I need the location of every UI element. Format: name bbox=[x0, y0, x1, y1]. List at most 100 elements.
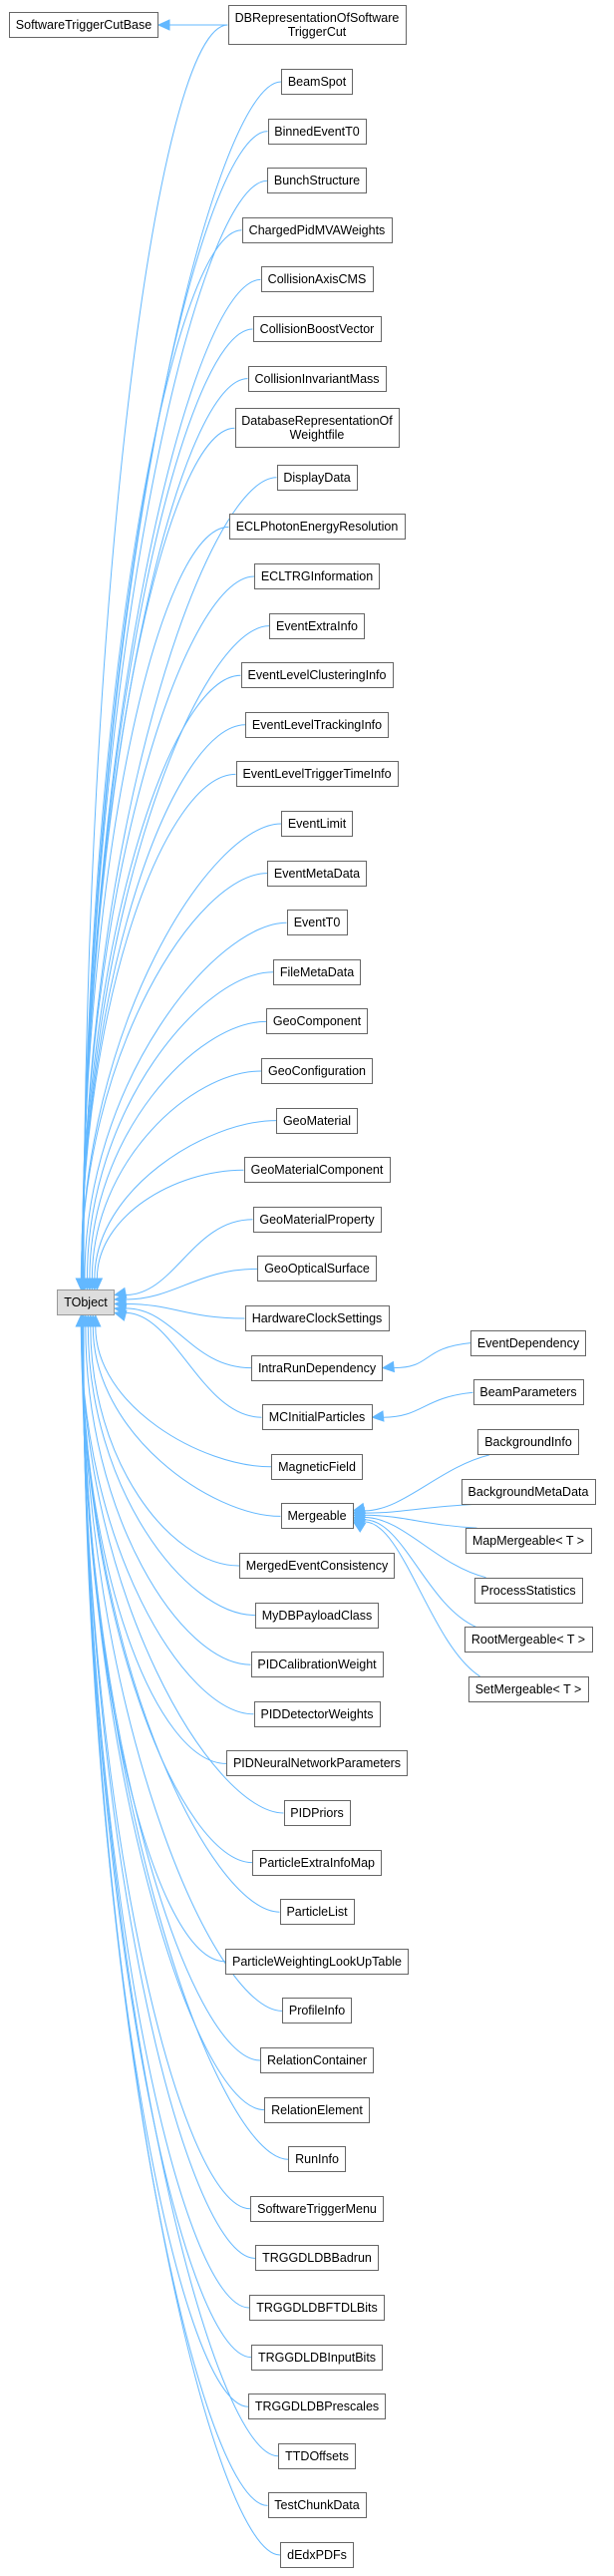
edge-run-info-to-tobject bbox=[82, 1325, 289, 2160]
edge-pid-detector-weights-to-tobject bbox=[80, 1325, 254, 1715]
edge-background-meta-data-to-mergeable bbox=[364, 1504, 473, 1514]
edge-profile-info-to-tobject bbox=[81, 1325, 283, 2012]
class-node-database-representation-of-weightfile[interactable]: DatabaseRepresentationOf Weightfile bbox=[234, 408, 400, 449]
edge-event-dependency-to-intra-run-dependency bbox=[393, 1342, 471, 1369]
edge-map-mergeable-to-mergeable bbox=[364, 1514, 477, 1529]
edge-particle-extra-info-map-to-tobject bbox=[81, 1325, 253, 1864]
class-node-geo-optical-surface[interactable]: GeoOpticalSurface bbox=[257, 1256, 377, 1283]
edge-intra-run-dependency-to-tobject bbox=[125, 1307, 252, 1369]
class-node-ecltrg-information[interactable]: ECLTRGInformation bbox=[254, 563, 380, 589]
class-node-ecl-photon-energy-resolution[interactable]: ECLPhotonEnergyResolution bbox=[228, 514, 406, 541]
edge-geo-configuration-to-tobject bbox=[91, 1070, 262, 1280]
class-node-event-limit[interactable]: EventLimit bbox=[281, 811, 353, 837]
class-node-binned-event-t0[interactable]: BinnedEventT0 bbox=[267, 118, 367, 145]
edge-merged-event-consistency-to-tobject bbox=[90, 1325, 240, 1567]
class-node-display-data[interactable]: DisplayData bbox=[276, 464, 358, 491]
class-node-mergeable[interactable]: Mergeable bbox=[280, 1503, 354, 1530]
class-node-event-dependency[interactable]: EventDependency bbox=[470, 1329, 586, 1356]
class-node-relation-container[interactable]: RelationContainer bbox=[260, 2047, 374, 2073]
class-node-trggdldbftdl-bits[interactable]: TRGGDLDBFTDLBits bbox=[249, 2295, 385, 2321]
class-node-file-meta-data[interactable]: FileMetaData bbox=[273, 958, 361, 985]
edge-database-representation-of-weightfile-to-tobject bbox=[82, 427, 235, 1280]
class-node-software-trigger-menu[interactable]: SoftwareTriggerMenu bbox=[250, 2195, 384, 2222]
class-node-charged-pid-mva-weights[interactable]: ChargedPidMVAWeights bbox=[241, 216, 393, 243]
class-node-particle-list[interactable]: ParticleList bbox=[279, 1899, 355, 1926]
edge-pid-neural-network-parameters-to-tobject bbox=[80, 1325, 227, 1764]
class-node-set-mergeable[interactable]: SetMergeable< T > bbox=[467, 1675, 589, 1702]
class-node-test-chunk-data[interactable]: TestChunkData bbox=[267, 2492, 367, 2519]
class-node-collision-boost-vector[interactable]: CollisionBoostVector bbox=[252, 316, 382, 342]
edge-set-mergeable-to-mergeable bbox=[364, 1521, 480, 1677]
arrowhead-set-mergeable bbox=[352, 1521, 367, 1533]
arrowhead-db-representation-of-software-trigger-cut-ext bbox=[156, 19, 170, 31]
edge-geo-material-property-to-tobject bbox=[125, 1219, 253, 1296]
class-node-geo-component[interactable]: GeoComponent bbox=[266, 1008, 368, 1035]
class-node-mc-initial-particles[interactable]: MCInitialParticles bbox=[261, 1404, 373, 1431]
edge-geo-component-to-tobject bbox=[89, 1020, 267, 1280]
class-node-pid-calibration-weight[interactable]: PIDCalibrationWeight bbox=[250, 1652, 384, 1678]
class-node-event-level-tracking-info[interactable]: EventLevelTrackingInfo bbox=[245, 711, 389, 738]
class-node-collision-axis-cms[interactable]: CollisionAxisCMS bbox=[260, 266, 374, 293]
edge-pid-priors-to-tobject bbox=[81, 1325, 284, 1814]
class-node-db-representation-of-software-trigger-cut[interactable]: DBRepresentationOfSoftware TriggerCut bbox=[227, 5, 407, 45]
class-node-particle-weighting-look-up-table[interactable]: ParticleWeightingLookUpTable bbox=[225, 1948, 409, 1975]
class-node-geo-material[interactable]: GeoMaterial bbox=[276, 1107, 358, 1134]
class-node-map-mergeable[interactable]: MapMergeable< T > bbox=[464, 1528, 592, 1555]
class-node-bunch-structure[interactable]: BunchStructure bbox=[267, 168, 367, 194]
edge-mergeable-to-tobject bbox=[92, 1325, 281, 1517]
class-node-trggdldb-prescales[interactable]: TRGGDLDBPrescales bbox=[248, 2393, 386, 2420]
class-node-background-info[interactable]: BackgroundInfo bbox=[477, 1428, 579, 1455]
class-node-merged-event-consistency[interactable]: MergedEventConsistency bbox=[239, 1553, 395, 1579]
edge-ecltrg-information-to-tobject bbox=[81, 575, 255, 1280]
class-node-run-info[interactable]: RunInfo bbox=[288, 2146, 346, 2173]
class-node-ttd-offsets[interactable]: TTDOffsets bbox=[278, 2442, 356, 2469]
arrowhead-geo-material-component bbox=[91, 1278, 104, 1291]
edge-event-extra-info-to-tobject bbox=[81, 625, 270, 1280]
class-node-pid-priors[interactable]: PIDPriors bbox=[283, 1800, 351, 1826]
class-node-collision-invariant-mass[interactable]: CollisionInvariantMass bbox=[247, 365, 387, 392]
class-node-root-mergeable[interactable]: RootMergeable< T > bbox=[463, 1627, 593, 1654]
edge-relation-element-to-tobject bbox=[81, 1325, 265, 2111]
class-node-event-extra-info[interactable]: EventExtraInfo bbox=[269, 612, 365, 639]
class-node-trggdldb-input-bits[interactable]: TRGGDLDBInputBits bbox=[251, 2344, 383, 2371]
class-node-process-statistics[interactable]: ProcessStatistics bbox=[473, 1577, 583, 1604]
edge-event-meta-data-to-tobject bbox=[80, 873, 268, 1280]
edge-db-representation-of-software-trigger-cut-to-tobject bbox=[83, 24, 228, 1280]
edge-charged-pid-mva-weights-to-tobject bbox=[82, 229, 242, 1280]
class-node-pid-detector-weights[interactable]: PIDDetectorWeights bbox=[253, 1700, 381, 1727]
edge-process-statistics-to-mergeable bbox=[364, 1517, 486, 1579]
edge-d-edx-pd-fs-to-tobject bbox=[83, 1325, 281, 2556]
class-node-profile-info[interactable]: ProfileInfo bbox=[282, 1998, 352, 2024]
class-node-trggdldb-badrun[interactable]: TRGGDLDBBadrun bbox=[255, 2245, 379, 2272]
class-node-event-level-trigger-time-info[interactable]: EventLevelTriggerTimeInfo bbox=[235, 761, 399, 788]
class-node-background-meta-data[interactable]: BackgroundMetaData bbox=[460, 1478, 596, 1505]
class-node-geo-material-property[interactable]: GeoMaterialProperty bbox=[252, 1206, 382, 1233]
edge-particle-list-to-tobject bbox=[81, 1325, 280, 1913]
class-node-beam-parameters[interactable]: BeamParameters bbox=[472, 1379, 584, 1406]
edge-mc-initial-particles-to-tobject bbox=[125, 1311, 262, 1418]
class-node-geo-material-component[interactable]: GeoMaterialComponent bbox=[243, 1157, 391, 1184]
class-node-hardware-clock-settings[interactable]: HardwareClockSettings bbox=[244, 1305, 390, 1331]
class-node-geo-configuration[interactable]: GeoConfiguration bbox=[261, 1058, 373, 1084]
edge-trggdldb-badrun-to-tobject bbox=[82, 1325, 256, 2259]
class-node-intra-run-dependency[interactable]: IntraRunDependency bbox=[251, 1354, 383, 1381]
class-node-event-meta-data[interactable]: EventMetaData bbox=[267, 860, 367, 887]
class-node-my-db-payload-class[interactable]: MyDBPayloadClass bbox=[255, 1602, 379, 1629]
class-node-pid-neural-network-parameters[interactable]: PIDNeuralNetworkParameters bbox=[226, 1750, 408, 1777]
class-node-magnetic-field[interactable]: MagneticField bbox=[271, 1453, 363, 1480]
edge-root-mergeable-to-mergeable bbox=[364, 1519, 476, 1628]
class-node-software-trigger-cut-base[interactable]: SoftwareTriggerCutBase bbox=[9, 12, 158, 38]
edge-event-level-clustering-info-to-tobject bbox=[81, 674, 241, 1280]
class-node-event-level-clustering-info[interactable]: EventLevelClusteringInfo bbox=[240, 662, 394, 689]
edge-ttd-offsets-to-tobject bbox=[83, 1325, 279, 2457]
class-node-d-edx-pd-fs[interactable]: dEdxPDFs bbox=[280, 2542, 354, 2568]
edge-binned-event-t0-to-tobject bbox=[83, 131, 268, 1280]
class-node-relation-element[interactable]: RelationElement bbox=[264, 2096, 370, 2123]
edge-file-meta-data-to-tobject bbox=[86, 971, 274, 1280]
class-node-beam-spot[interactable]: BeamSpot bbox=[281, 69, 353, 95]
edge-hardware-clock-settings-to-tobject bbox=[125, 1302, 245, 1319]
arrowhead-d-edx-pd-fs bbox=[78, 1313, 90, 1327]
class-node-event-t0[interactable]: EventT0 bbox=[286, 910, 348, 936]
class-node-particle-extra-info-map[interactable]: ParticleExtraInfoMap bbox=[252, 1849, 382, 1876]
